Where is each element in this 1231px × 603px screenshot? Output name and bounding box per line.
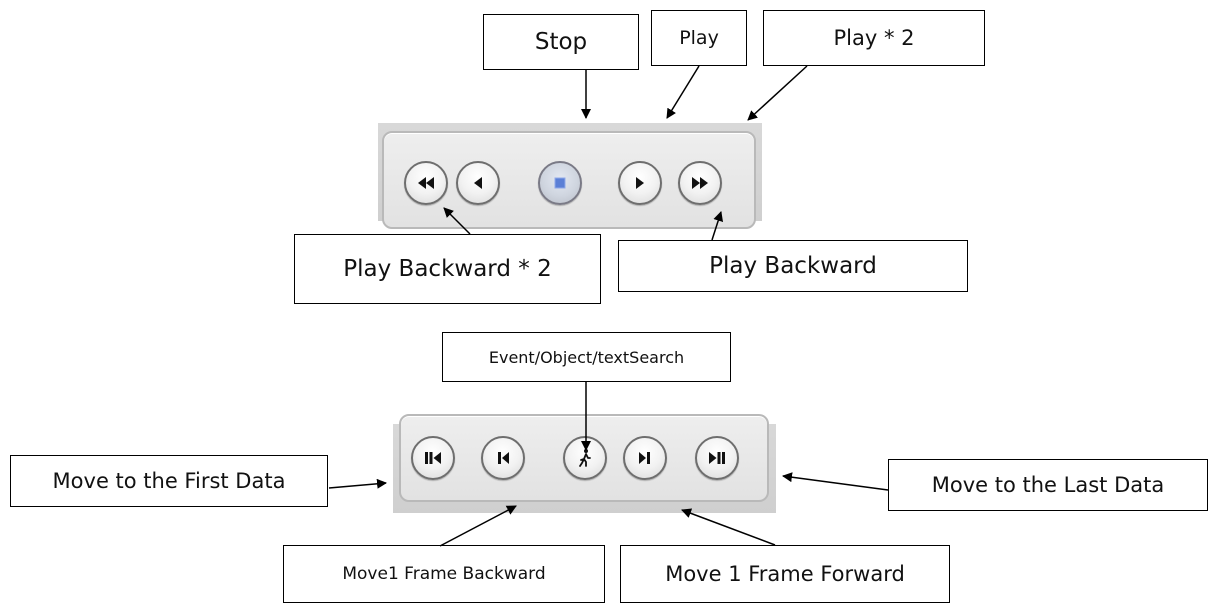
skip-to-last-button[interactable]: [695, 436, 739, 480]
frame-backward-label: Move1 Frame Backward: [283, 545, 605, 603]
first-data-label: Move to the First Data: [10, 455, 328, 507]
play-x2-label: Play * 2: [763, 10, 985, 66]
stop-button[interactable]: [538, 161, 582, 205]
fast-forward-button[interactable]: [678, 161, 722, 205]
skip-to-first-button[interactable]: [411, 436, 455, 480]
frame-forward-arrow: [681, 508, 776, 546]
playback-control-panel: [378, 123, 762, 229]
fast-rewind-button[interactable]: [404, 161, 448, 205]
reverse-play-icon: [474, 177, 482, 189]
last-data-label: Move to the Last Data: [888, 459, 1208, 511]
next-frame-button[interactable]: [623, 436, 667, 480]
next-frame-icon: [639, 452, 650, 464]
previous-frame-button[interactable]: [481, 436, 525, 480]
play-x2-arrow: [747, 65, 808, 121]
event-object-text-search-button[interactable]: [563, 436, 607, 480]
fast-rewind-icon: [418, 177, 434, 189]
navigation-control-panel: [393, 414, 776, 513]
play-icon: [636, 177, 644, 189]
reverse-play-button[interactable]: [456, 161, 500, 205]
play-label: Play: [651, 10, 747, 66]
search-label: Event/Object/textSearch: [442, 332, 731, 382]
first-data-arrow: [328, 478, 387, 489]
fast-forward-icon: [692, 177, 708, 189]
frame-forward-label: Move 1 Frame Forward: [620, 545, 950, 603]
play-backward-x2-label: Play Backward * 2: [294, 234, 601, 304]
last-data-arrow: [782, 472, 889, 491]
play-button[interactable]: [618, 161, 662, 205]
previous-frame-icon: [498, 452, 509, 464]
stop-label: Stop: [483, 14, 639, 70]
play-backward-label: Play Backward: [618, 240, 968, 292]
skip-to-last-icon: [709, 452, 725, 464]
play-arrow: [666, 65, 700, 119]
walking-person-icon: [579, 449, 591, 467]
stop-icon: [554, 177, 566, 189]
skip-to-first-icon: [425, 452, 441, 464]
